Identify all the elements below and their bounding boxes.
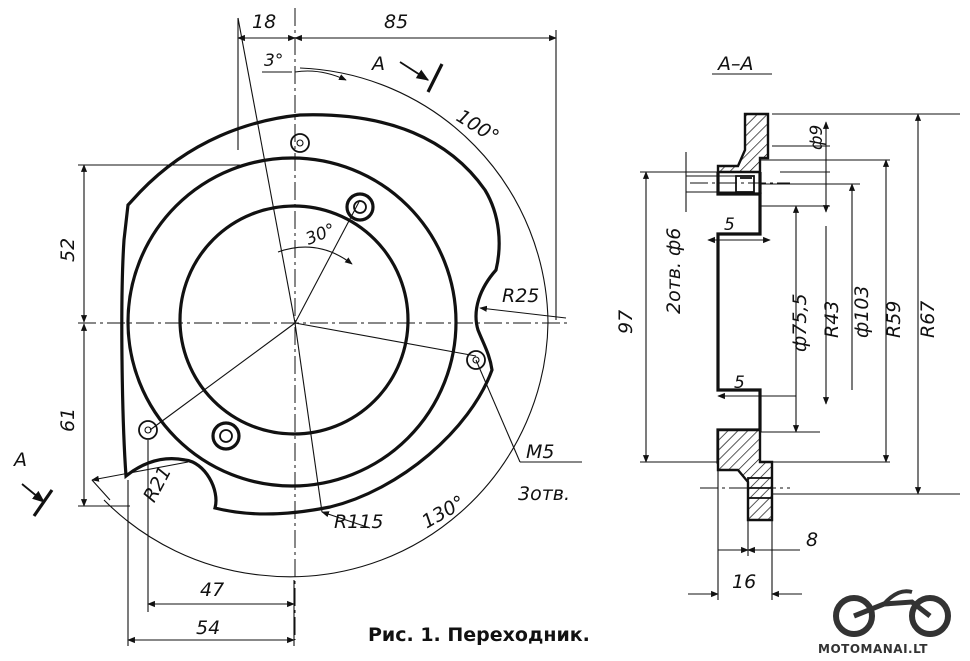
- r115-envelope-arc: [103, 67, 549, 578]
- dim-85: 85: [384, 11, 408, 33]
- dim-52: 52: [57, 238, 79, 262]
- hole-left: [138, 420, 158, 440]
- label-2-holes-d6: 2отв. ф6: [663, 228, 685, 314]
- dim-5-lower: 5: [734, 373, 745, 393]
- dim-8: 8: [806, 529, 818, 551]
- section-view: A–A 97 2отв. ф6 5 5: [615, 53, 960, 600]
- angle-3: 3°: [264, 51, 283, 71]
- dim-5-upper: 5: [724, 215, 735, 235]
- plan-view: 18 85 3° A 100° 30° 52 61 A R21 R25: [12, 8, 582, 646]
- outer-ring-circle: [126, 156, 458, 488]
- section-title: A–A: [716, 53, 754, 75]
- hole-upper-right: [345, 192, 375, 222]
- flange-top-hatch: [716, 112, 770, 174]
- plate-outline: [120, 113, 501, 516]
- angle-130: 130°: [418, 491, 469, 533]
- hole-right: [466, 350, 486, 370]
- label-r25: R25: [502, 285, 539, 307]
- section-mark-a-left: A: [12, 449, 27, 471]
- inner-bore-circle: [178, 204, 410, 436]
- angle-100: 100°: [452, 105, 502, 148]
- hole-lower-left: [211, 421, 241, 451]
- dim-61: 61: [57, 408, 79, 432]
- dim-47: 47: [200, 579, 224, 601]
- dim-97: 97: [615, 310, 637, 334]
- label-d9: ф9: [807, 125, 827, 150]
- flange-bottom-hatch: [716, 428, 774, 522]
- figure-caption: Рис. 1. Переходник.: [368, 624, 590, 646]
- label-m5: M5: [526, 441, 554, 463]
- dim-54: 54: [196, 617, 220, 639]
- label-r115: R115: [334, 511, 383, 533]
- watermark: MOTOMANAI.LT: [818, 642, 928, 656]
- label-r21: R21: [139, 463, 176, 506]
- angle-30: 30°: [303, 220, 338, 250]
- hole-top: [290, 133, 310, 153]
- label-r67: R67: [917, 301, 939, 338]
- dim-18: 18: [252, 11, 276, 33]
- motorcycle-logo-icon: [833, 589, 951, 637]
- section-mark-a-top: A: [370, 53, 385, 75]
- dim-16: 16: [732, 571, 756, 593]
- label-r43: R43: [821, 301, 843, 338]
- label-r59: R59: [883, 301, 905, 338]
- label-d75-5: ф75,5: [789, 293, 811, 352]
- label-d103: ф103: [851, 285, 873, 338]
- label-3-holes: 3отв.: [518, 483, 570, 505]
